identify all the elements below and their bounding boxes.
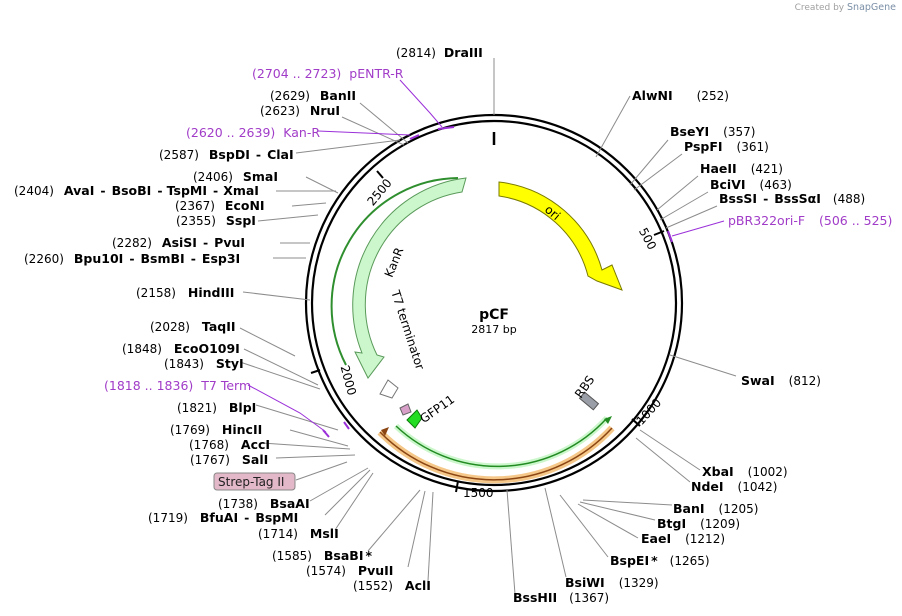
cds-arc <box>395 417 608 468</box>
site-blpi[interactable]: (1821)BlpI <box>177 400 256 415</box>
site-bcivi[interactable]: BciVI(463) <box>710 177 792 192</box>
site-xbai[interactable]: XbaI(1002) <box>702 464 788 479</box>
t7-terminator-feature[interactable] <box>379 379 399 399</box>
backbone-inner <box>310 119 678 487</box>
primer-pbr322ori-f[interactable]: pBR322ori-F(506 .. 525) <box>728 213 892 228</box>
site-sspi[interactable]: (2355)SspI <box>176 213 256 228</box>
site-btgi[interactable]: BtgI(1209) <box>657 516 740 531</box>
site-bsabi[interactable]: (1585)BsaBI* <box>272 548 373 563</box>
site-acci[interactable]: (1768)AccI <box>189 437 270 452</box>
site-styi[interactable]: (1843)StyI <box>164 356 244 371</box>
credit-brand: SnapGene <box>847 2 896 13</box>
primer-mark-t7-term-2 <box>343 421 350 430</box>
site-ecoo109i[interactable]: (1848)EcoO109I <box>122 341 240 356</box>
gfp11-label: GFP11 <box>417 392 457 426</box>
site-draiii[interactable]: (2814)DraIII <box>396 45 483 60</box>
strep-tag-feature-mark <box>399 403 412 416</box>
site-eaei[interactable]: EaeI(1212) <box>641 531 725 546</box>
ruler-tick-2500 <box>376 170 384 179</box>
gfp11-feature[interactable] <box>406 409 423 429</box>
site-bspei[interactable]: BspEI*(1265) <box>610 553 710 568</box>
site-bani[interactable]: BanI(1205) <box>673 501 758 516</box>
site-leaders <box>239 58 737 595</box>
site-bsshii[interactable]: BssHII(1367) <box>513 590 609 605</box>
primer-mark-t7-term <box>322 429 330 438</box>
rbs-label: RBS <box>572 373 597 401</box>
site-bfuai[interactable]: (1719)BfuAI-BspMI <box>148 510 298 525</box>
site-taqii[interactable]: (2028)TaqII <box>150 319 236 334</box>
cds-arrowhead <box>604 416 612 424</box>
ruler-tick-1500 <box>455 480 459 493</box>
primer-pentr-r[interactable]: (2704 .. 2723)pENTR-R <box>252 66 404 81</box>
site-avai[interactable]: (2404)AvaI-BsoBI-TspMI-XmaI <box>14 183 259 198</box>
site-bsssi[interactable]: BssSI-BssSαI(488) <box>719 191 865 206</box>
ruler-label-2500: 2500 <box>364 176 394 208</box>
strep-tag-label: Strep-Tag II <box>218 475 284 489</box>
site-pspfi[interactable]: PspFI(361) <box>684 139 769 154</box>
site-acli[interactable]: (1552)AclI <box>353 578 431 593</box>
plasmid-length: 2817 bp <box>471 323 516 336</box>
site-bsaai[interactable]: (1738)BsaAI <box>218 496 310 511</box>
orf-arrowhead <box>381 427 389 436</box>
t7-terminator-label: T7 terminator <box>388 288 427 372</box>
site-haeii[interactable]: HaeII(421) <box>700 161 783 176</box>
credit-prefix: Created by <box>794 3 845 13</box>
site-bseyi[interactable]: BseYI(357) <box>670 124 755 139</box>
kanr-label: KanR <box>382 245 407 279</box>
site-bpu10i[interactable]: (2260)Bpu10I-BsmBI-Esp3I <box>24 251 240 266</box>
rbs-feature[interactable] <box>578 391 600 411</box>
site-smai[interactable]: (2406)SmaI <box>193 169 278 184</box>
ori-feature[interactable] <box>498 181 623 291</box>
site-msli[interactable]: (1714)MslI <box>258 526 339 541</box>
orf-arc-outer <box>379 427 613 481</box>
site-nrui[interactable]: (2623)NruI <box>260 103 340 118</box>
site-swai[interactable]: SwaI(812) <box>741 373 821 388</box>
ruler-label-2000: 2000 <box>338 364 359 397</box>
ruler-tick-1000 <box>631 418 641 427</box>
site-sali[interactable]: (1767)SalI <box>190 452 268 467</box>
ruler-label-500: 500 <box>636 225 659 252</box>
ruler-label-1500: 1500 <box>463 486 494 500</box>
site-bspdi[interactable]: (2587)BspDI-ClaI <box>159 147 294 162</box>
primer-t7-term[interactable]: (1818 .. 1836)T7 Term <box>104 378 251 393</box>
plasmid-name: pCF <box>479 307 509 323</box>
site-hindiii[interactable]: (2158)HindIII <box>136 285 234 300</box>
ruler-label-1000: 1000 <box>633 396 664 428</box>
site-bsiwi[interactable]: BsiWI(1329) <box>565 575 659 590</box>
site-banii[interactable]: (2629)BanII <box>270 88 356 103</box>
site-alwni[interactable]: AlwNI(252) <box>632 88 729 103</box>
primer-mark-pbr322ori-f <box>667 230 673 243</box>
snapgene-credit: Created by SnapGene <box>795 2 896 13</box>
site-asisi[interactable]: (2282)AsiSI-PvuI <box>112 235 245 250</box>
kanr-orf <box>330 177 459 366</box>
ruler-tick-500 <box>653 230 665 236</box>
ruler-tick-2000 <box>310 369 321 374</box>
site-hincii[interactable]: (1769)HincII <box>170 422 262 437</box>
primer-kan-r[interactable]: (2620 .. 2639)Kan-R <box>186 125 320 140</box>
primer-mark-pentr-r <box>437 126 455 130</box>
site-econi[interactable]: (2367)EcoNI <box>175 198 265 213</box>
primer-mark-kan-r <box>409 134 420 140</box>
strep-tag-label-box[interactable] <box>213 472 296 491</box>
kanr-feature[interactable] <box>352 177 467 379</box>
site-ndei[interactable]: NdeI(1042) <box>691 479 777 494</box>
site-pvuii[interactable]: (1574)PvuII <box>306 563 393 578</box>
